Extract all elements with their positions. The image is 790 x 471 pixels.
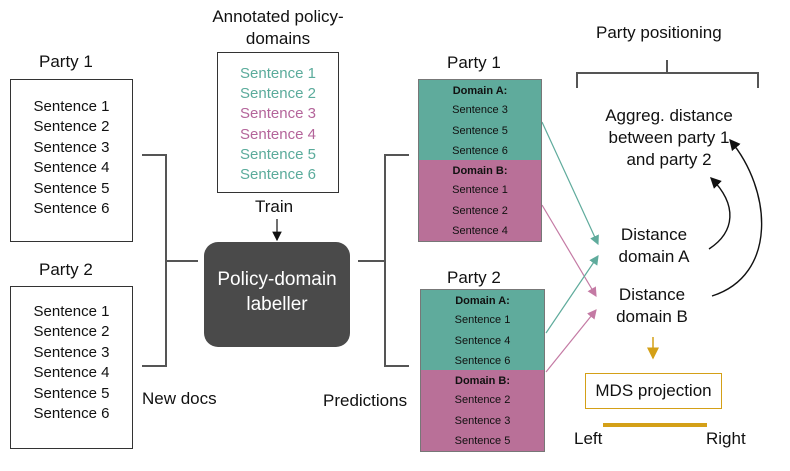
aggreg-line3: and party 2 xyxy=(626,150,712,169)
pred1-title: Party 1 xyxy=(447,53,501,72)
doc-sentence: Sentence 5 xyxy=(33,384,110,402)
annotated-document: Sentence 1 Sentence 2 Sentence 3 Sentenc… xyxy=(217,52,339,193)
distance-domain-b: Distance domain B xyxy=(604,284,700,328)
domain-title: Domain A: xyxy=(452,85,508,97)
left-label: Left xyxy=(574,429,603,448)
domain-sentence: Sentence 1 xyxy=(454,314,511,326)
pred2-domainA: Domain A: Sentence 1 Sentence 4 Sentence… xyxy=(421,290,544,370)
policy-domain-labeller: Policy-domain labeller xyxy=(204,242,350,347)
pred1-domainB: Domain B: Sentence 1 Sentence 2 Sentence… xyxy=(419,160,541,241)
doc-sentence: Sentence 6 xyxy=(33,200,110,218)
party2-document: Sentence 1 Sentence 2 Sentence 3 Sentenc… xyxy=(10,286,133,449)
arrow-p1-domainA xyxy=(541,121,599,246)
pred2-document: Domain A: Sentence 1 Sentence 4 Sentence… xyxy=(420,289,545,452)
domain-title: Domain B: xyxy=(455,375,510,387)
aggregated-distance: Aggreg. distance between party 1 and par… xyxy=(576,105,762,171)
arrow-distB-aggreg xyxy=(711,138,763,297)
distA-line1: Distance xyxy=(620,225,688,244)
party-positioning-title: Party positioning xyxy=(596,23,722,42)
doc-sentence: Sentence 1 xyxy=(33,303,110,320)
domain-sentence: Sentence 1 xyxy=(452,184,508,196)
domain-sentence: Sentence 2 xyxy=(452,204,508,217)
arrow-p2-domainA xyxy=(545,255,599,334)
arrow-p1-domainB xyxy=(541,204,597,298)
predictions-bracket xyxy=(358,154,409,367)
labeller-line2: labeller xyxy=(246,294,308,315)
doc-sentence: Sentence 4 xyxy=(33,159,110,177)
party2-title: Party 2 xyxy=(39,260,93,279)
arrow-distA-aggreg xyxy=(708,177,731,250)
doc-sentence: Sentence 3 xyxy=(33,138,110,156)
doc-sentence: Sentence 4 xyxy=(33,364,110,382)
domain-sentence: Sentence 4 xyxy=(452,225,508,237)
domain-sentence: Sentence 6 xyxy=(454,355,511,367)
new-docs-label: New docs xyxy=(142,389,217,408)
distB-line2: domain B xyxy=(616,307,688,326)
domain-sentence: Sentence 4 xyxy=(454,334,511,347)
domain-title: Domain B: xyxy=(452,165,508,177)
annotated-sentence-domainA: Sentence 2 xyxy=(240,85,316,103)
train-label: Train xyxy=(255,197,294,216)
party1-title: Party 1 xyxy=(39,52,93,71)
domain-sentence: Sentence 6 xyxy=(452,145,508,157)
domain-sentence: Sentence 3 xyxy=(454,414,511,427)
right-label: Right xyxy=(706,429,746,448)
distA-line2: domain A xyxy=(618,247,690,266)
annotated-sentence-domainA: Sentence 1 xyxy=(240,65,316,82)
annotated-title-line2: domains xyxy=(245,29,311,48)
annotated-title: Annotated policy- domains xyxy=(180,6,376,50)
arrow-p2-domainB xyxy=(545,309,597,373)
aggreg-line2: between party 1 xyxy=(608,128,730,147)
party1-document: Sentence 1 Sentence 2 Sentence 3 Sentenc… xyxy=(10,79,133,242)
domain-title: Domain A: xyxy=(455,295,510,307)
domain-sentence: Sentence 5 xyxy=(452,124,508,137)
doc-sentence: Sentence 6 xyxy=(33,405,110,423)
annotated-title-line1: Annotated policy- xyxy=(212,7,344,26)
domain-sentence: Sentence 3 xyxy=(452,104,508,116)
doc-sentence: Sentence 3 xyxy=(33,343,110,361)
domain-sentence: Sentence 5 xyxy=(454,435,511,447)
distance-domain-a: Distance domain A xyxy=(606,224,702,268)
mds-projection: MDS projection xyxy=(585,373,722,409)
doc-sentence: Sentence 5 xyxy=(33,179,110,197)
pred1-domainA: Domain A: Sentence 3 Sentence 5 Sentence… xyxy=(419,80,541,160)
distB-line1: Distance xyxy=(618,285,686,304)
docs-bracket xyxy=(142,154,198,367)
doc-sentence: Sentence 2 xyxy=(33,118,110,136)
pred1-document: Domain A: Sentence 3 Sentence 5 Sentence… xyxy=(418,79,542,242)
party-positioning-bracket xyxy=(576,60,759,88)
labeller-line1: Policy-domain xyxy=(217,269,337,290)
annotated-sentence-domainB: Sentence 4 xyxy=(240,125,316,143)
annotated-sentence-domainB: Sentence 3 xyxy=(240,105,316,123)
doc-sentence: Sentence 1 xyxy=(33,98,110,115)
annotated-sentence-domainA: Sentence 5 xyxy=(240,145,316,163)
aggreg-line1: Aggreg. distance xyxy=(605,106,733,125)
pred2-domainB: Domain B: Sentence 2 Sentence 3 Sentence… xyxy=(421,370,544,451)
annotated-sentence-domainA: Sentence 6 xyxy=(240,166,316,184)
pred2-title: Party 2 xyxy=(447,268,501,287)
predictions-label: Predictions xyxy=(323,391,408,410)
domain-sentence: Sentence 2 xyxy=(454,394,511,406)
doc-sentence: Sentence 2 xyxy=(33,323,110,341)
